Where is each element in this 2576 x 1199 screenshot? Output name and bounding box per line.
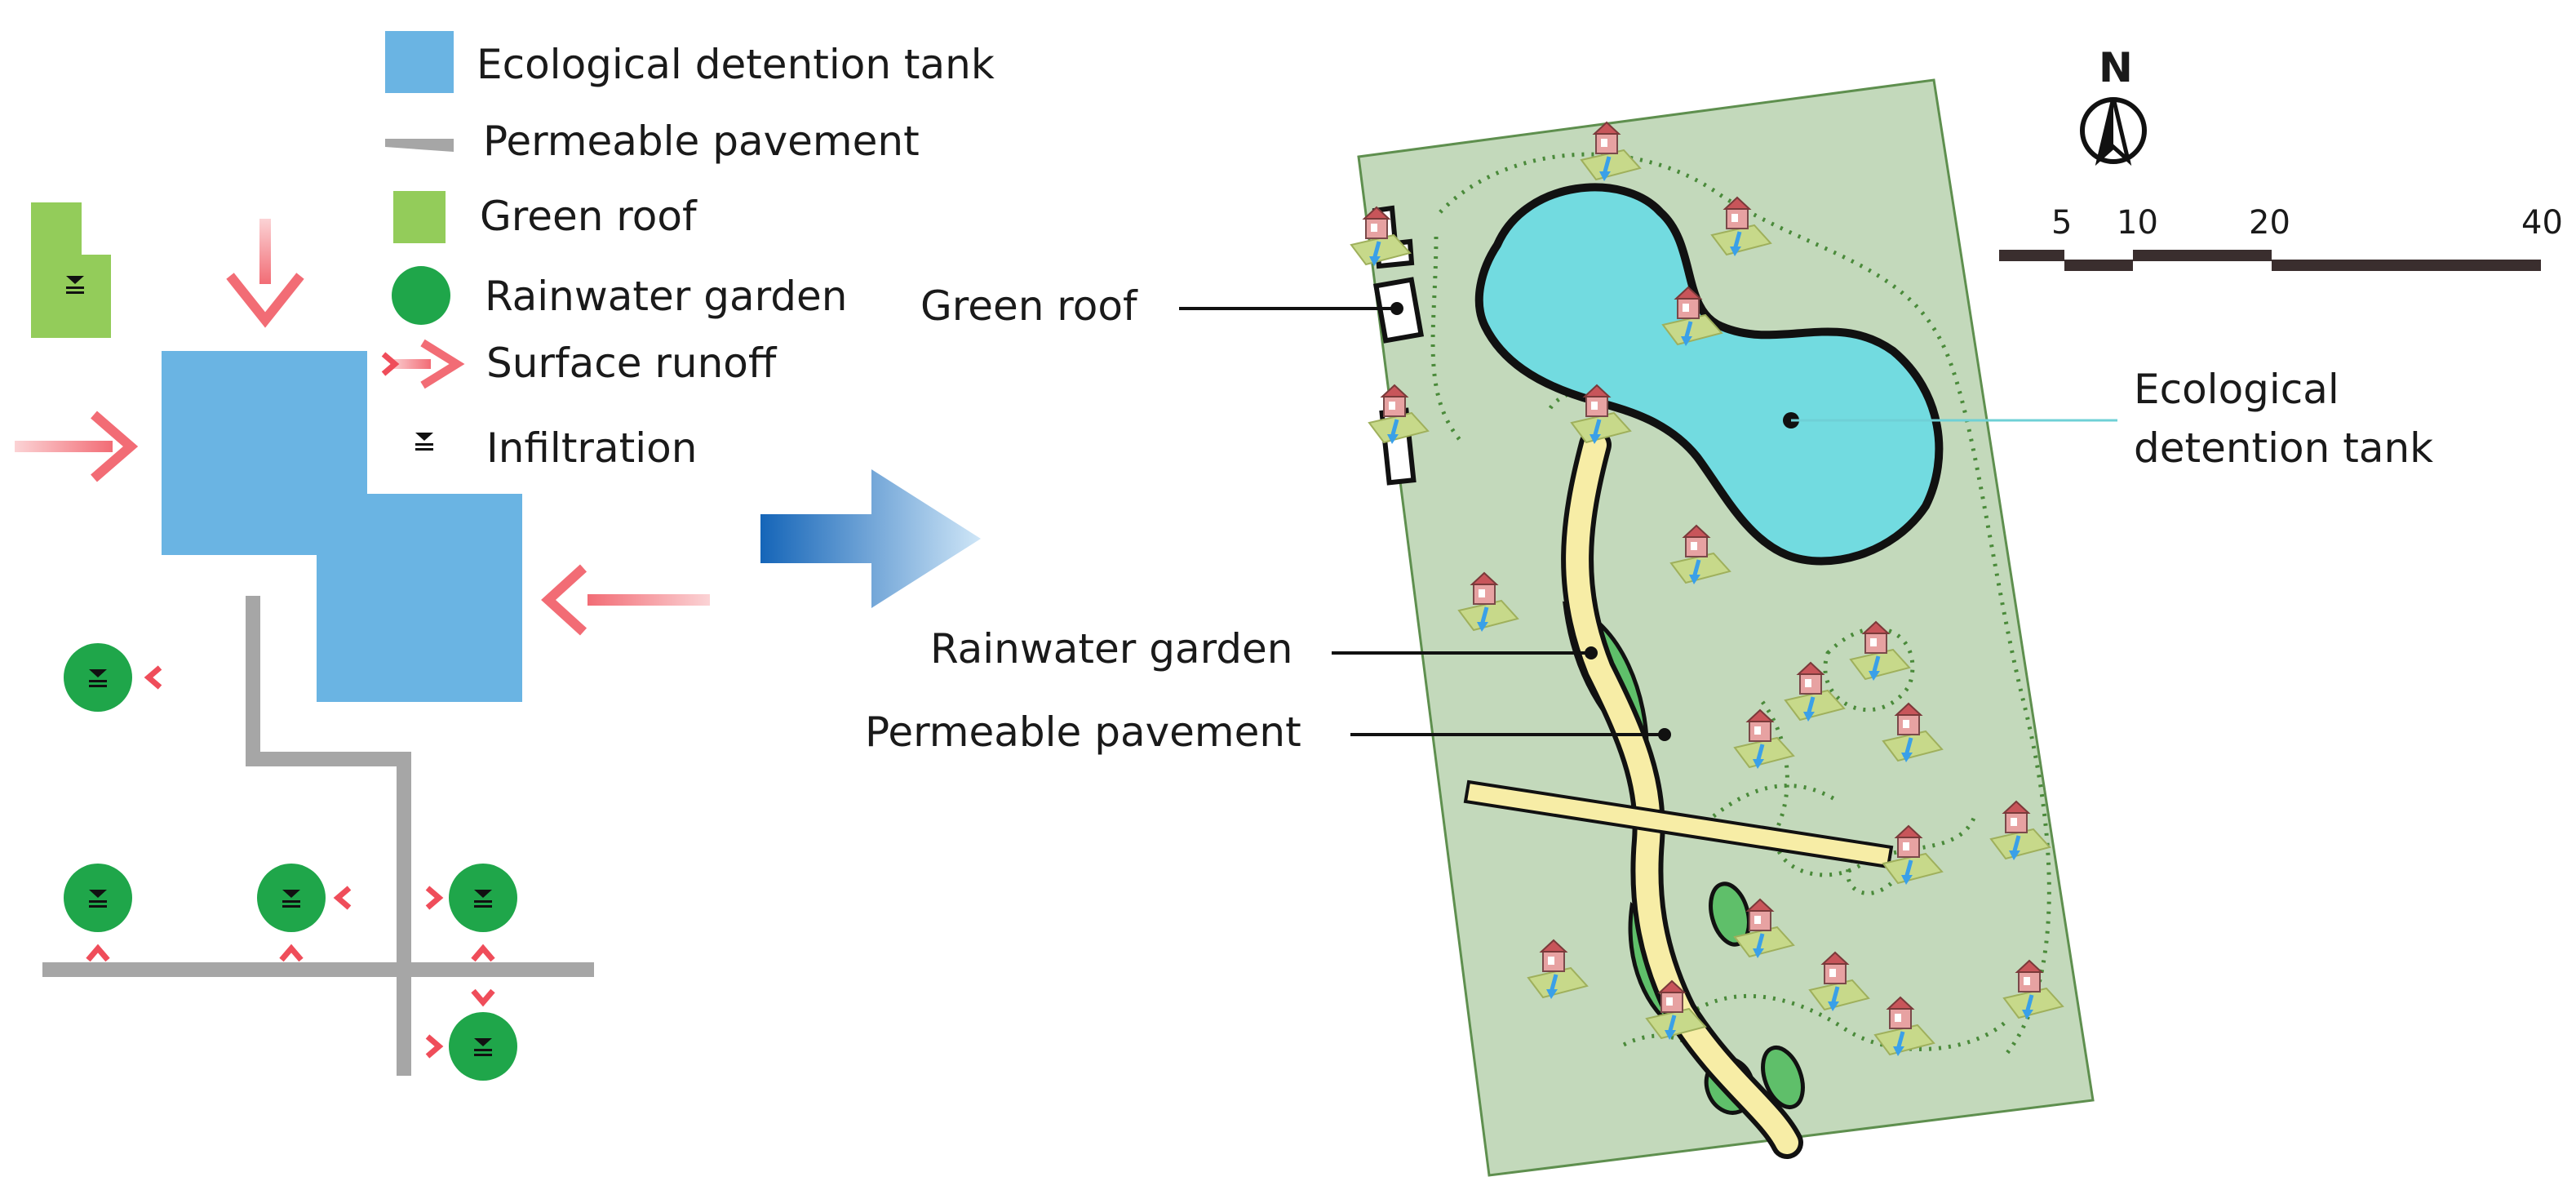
callout-pavement: Permeable pavement bbox=[865, 708, 1301, 756]
runoff-arrow-top bbox=[226, 219, 304, 328]
legend-swatch-rain-garden bbox=[392, 266, 450, 325]
callout-rain-garden: Rainwater garden bbox=[930, 625, 1292, 673]
legend-label-rain-garden: Rainwater garden bbox=[485, 273, 847, 320]
scale-tick-5: 5 bbox=[2051, 204, 2072, 242]
north-arrow: N bbox=[2080, 44, 2147, 167]
runoff-arrow-right bbox=[541, 564, 710, 636]
legend-swatch-pavement bbox=[385, 139, 454, 152]
left-schematic bbox=[15, 202, 710, 1081]
legend: Ecological detention tank Permeable pave… bbox=[384, 31, 995, 472]
rain-garden-icon bbox=[449, 864, 517, 932]
legend-swatch-tank bbox=[385, 31, 454, 93]
legend-label-green-roof: Green roof bbox=[480, 193, 698, 240]
legend-label-runoff: Surface runoff bbox=[486, 340, 778, 387]
legend-label-tank: Ecological detention tank bbox=[477, 41, 995, 88]
legend-label-infiltration: Infiltration bbox=[486, 424, 697, 472]
rain-garden-icon bbox=[64, 643, 132, 712]
callout-tank-line1: Ecological bbox=[2134, 366, 2339, 413]
legend-swatch-runoff bbox=[384, 339, 465, 389]
ecological-pond bbox=[1474, 183, 1944, 566]
legend-label-pavement: Permeable pavement bbox=[483, 118, 920, 165]
green-roof-shape bbox=[31, 202, 111, 338]
callout-green-roof: Green roof bbox=[920, 282, 1138, 330]
rain-garden-icon bbox=[449, 1012, 517, 1081]
scale-tick-40: 40 bbox=[2521, 204, 2563, 242]
runoff-arrow-left bbox=[15, 411, 139, 482]
rain-garden-icon bbox=[64, 864, 132, 932]
scale-tick-10: 10 bbox=[2117, 204, 2158, 242]
callout-tank-line2: detention tank bbox=[2134, 424, 2433, 472]
legend-swatch-infiltration bbox=[415, 433, 433, 451]
scale-tick-20: 20 bbox=[2249, 204, 2290, 242]
callouts: Green roof Ecological detention tank Rai… bbox=[865, 282, 2433, 756]
site-plan: Green roof Ecological detention tank Rai… bbox=[865, 78, 2433, 1177]
north-label: N bbox=[2099, 44, 2133, 91]
legend-swatch-green-roof bbox=[393, 191, 446, 243]
scale-bar: 5 10 20 40 bbox=[1999, 204, 2563, 271]
rain-garden-icon bbox=[257, 864, 326, 932]
rain-garden-cluster bbox=[64, 643, 517, 1081]
transformation-arrow bbox=[760, 469, 981, 608]
pavement-network bbox=[42, 596, 594, 1076]
detention-tank-block bbox=[162, 351, 522, 702]
